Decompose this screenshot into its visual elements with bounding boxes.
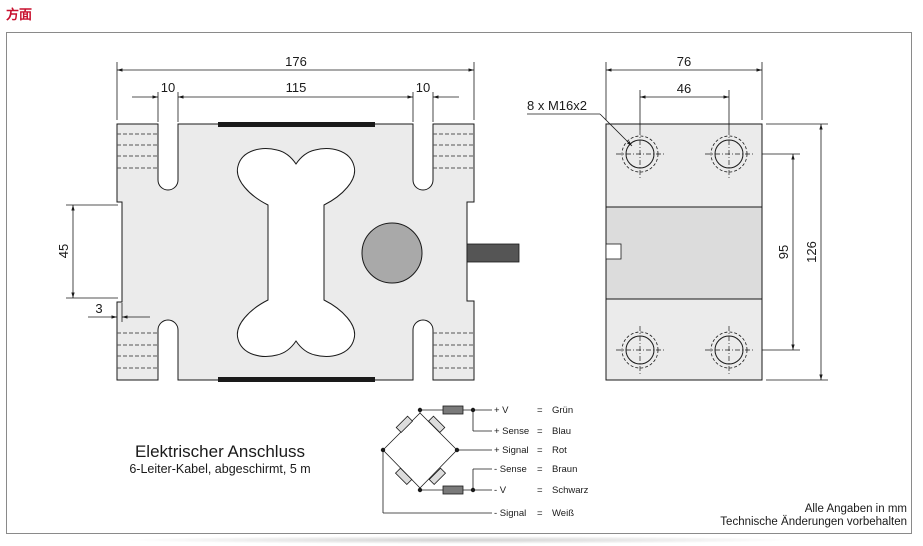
bone-cutout (236, 148, 356, 357)
bridge-resistor-3 (428, 467, 447, 486)
wiring-diagram (380, 405, 492, 514)
bolt-hole-hidden-lines (117, 133, 474, 369)
dim-overall-width: 176 (285, 54, 307, 69)
dim-side-height: 126 (804, 241, 819, 263)
wire-color: Grün (552, 405, 573, 416)
compensation-resistor-top (442, 405, 464, 415)
wire-terminal: - Sense (494, 464, 527, 475)
dim-height-span: 45 (56, 244, 71, 258)
electrical-connection-title: Elektrischer Anschluss (134, 442, 306, 461)
note-units: Alle Angaben in mm (804, 503, 907, 515)
compensation-resistor-bottom (442, 485, 464, 495)
dim-thread-label: 8 x M16x2 (527, 98, 587, 113)
dim-left-slot: 10 (161, 80, 175, 95)
wire-terminal: - Signal (494, 508, 526, 519)
wire-terminal: + Sense (494, 426, 529, 437)
cable-stub (466, 243, 520, 263)
front-view: 176 10 115 10 45 3 (56, 54, 520, 382)
wire-terminal: - V (494, 485, 507, 496)
dim-right-slot: 10 (416, 80, 430, 95)
wire-color: Rot (552, 445, 567, 456)
dim-side-width: 76 (677, 54, 691, 69)
wire-color: Schwarz (552, 485, 589, 496)
wire-eq: = (537, 485, 543, 496)
wire-color: Braun (552, 464, 577, 475)
electrical-connection-subtitle: 6-Leiter-Kabel, abgeschirmt, 5 m (129, 462, 311, 476)
top-mount-bar (218, 122, 375, 127)
wire-eq: = (537, 426, 543, 437)
wire-eq: = (537, 405, 543, 416)
dim-hole-spacing: 46 (677, 81, 691, 96)
wire-eq: = (537, 445, 543, 456)
wiring-labels: + V = Grün + Sense = Blau + Signal = Rot… (494, 405, 589, 519)
page-title: 方面 (6, 8, 33, 23)
wire-color: Blau (552, 426, 571, 437)
bridge-resistor-4 (394, 467, 413, 486)
threaded-holes (616, 130, 753, 374)
wire-eq: = (537, 508, 543, 519)
dim-offset: 3 (95, 301, 102, 316)
bridge-resistor-2 (427, 415, 446, 434)
frame-shadow (120, 536, 800, 544)
side-cable-entry (605, 243, 622, 260)
dim-hole-pitch: 95 (776, 245, 791, 259)
wire-terminal: + Signal (494, 445, 529, 456)
side-view: 76 46 8 x M16x2 95 126 (527, 54, 828, 381)
wire-color: Weiß (552, 508, 574, 519)
wire-eq: = (537, 464, 543, 475)
side-center-band (605, 206, 763, 300)
gauge-cover-circle (361, 222, 423, 284)
bridge-resistor-1 (395, 415, 414, 434)
bottom-mount-bar (218, 377, 375, 382)
dim-center: 115 (286, 80, 307, 95)
wire-terminal: + V (494, 405, 509, 416)
note-changes: Technische Änderungen vorbehalten (720, 516, 907, 528)
